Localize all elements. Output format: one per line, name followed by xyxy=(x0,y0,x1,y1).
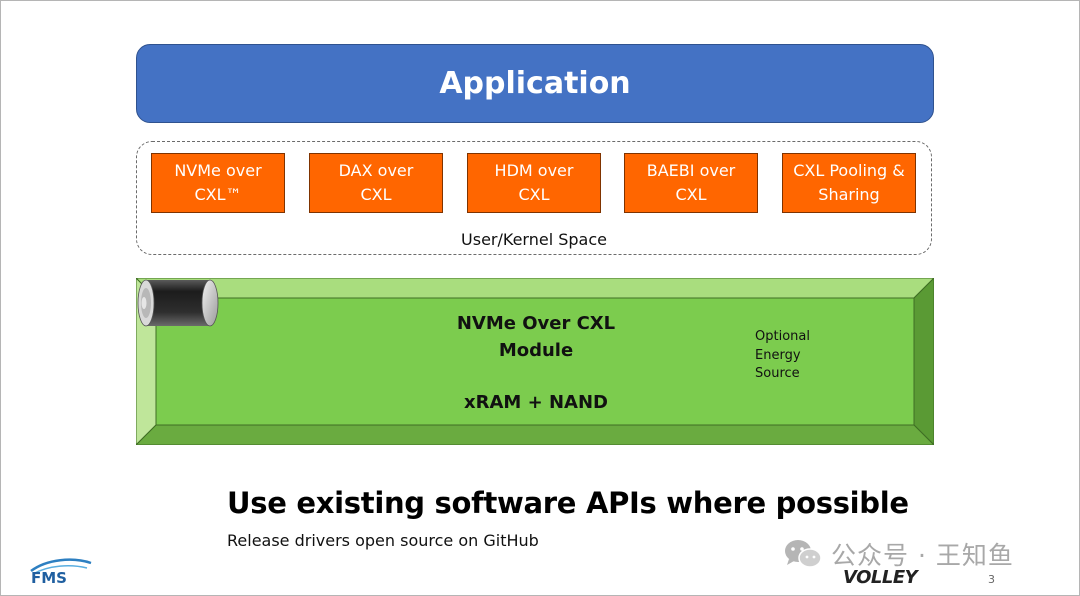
energy-source-label: Optional Energy Source xyxy=(755,328,825,384)
watermark-text: 公众号 · 王知鱼 xyxy=(831,541,1014,570)
module-bevel-frame xyxy=(136,278,934,445)
battery-icon xyxy=(137,279,219,327)
energy-label-line: Source xyxy=(755,366,800,381)
volley-logo: VOLLEY xyxy=(843,567,918,588)
page-number: 3 xyxy=(988,573,995,586)
wechat-icon xyxy=(785,540,822,568)
user-kernel-space-label: User/Kernel Space xyxy=(461,230,607,249)
box-line: BAEBI over xyxy=(646,161,736,180)
cxl-pooling-sharing-box: CXL Pooling & Sharing xyxy=(782,153,916,213)
nvme-over-cxl-module: NVMe Over CXL Module xRAM + NAND Optiona… xyxy=(136,278,934,445)
box-line: CXL xyxy=(360,185,392,204)
application-label: Application xyxy=(439,66,631,101)
fms-logo: FMS xyxy=(30,558,92,587)
subline: Release drivers open source on GitHub xyxy=(227,531,539,550)
application-layer: Application xyxy=(136,44,934,123)
box-line: CXL xyxy=(675,185,707,204)
box-line: HDM over xyxy=(494,161,574,180)
module-title: NVMe Over CXL Module xyxy=(396,310,676,364)
fms-logo-text: FMS xyxy=(31,569,67,587)
headline: Use existing software APIs where possibl… xyxy=(227,486,909,520)
box-line: NVMe over xyxy=(174,161,262,180)
energy-label-line: Energy xyxy=(755,347,801,363)
module-subtitle: xRAM + NAND xyxy=(464,392,608,413)
box-line: Sharing xyxy=(818,185,880,204)
energy-label-line: Optional xyxy=(755,329,810,344)
watermark: 公众号 · 王知鱼 xyxy=(783,536,1014,572)
module-title-line: Module xyxy=(498,340,574,361)
box-line: CXL xyxy=(518,185,550,204)
module-title-line: NVMe Over CXL xyxy=(456,313,616,334)
box-line: CXL Pooling & xyxy=(793,161,905,180)
box-line: CXL™ xyxy=(194,185,242,204)
box-line: DAX over xyxy=(338,161,414,180)
